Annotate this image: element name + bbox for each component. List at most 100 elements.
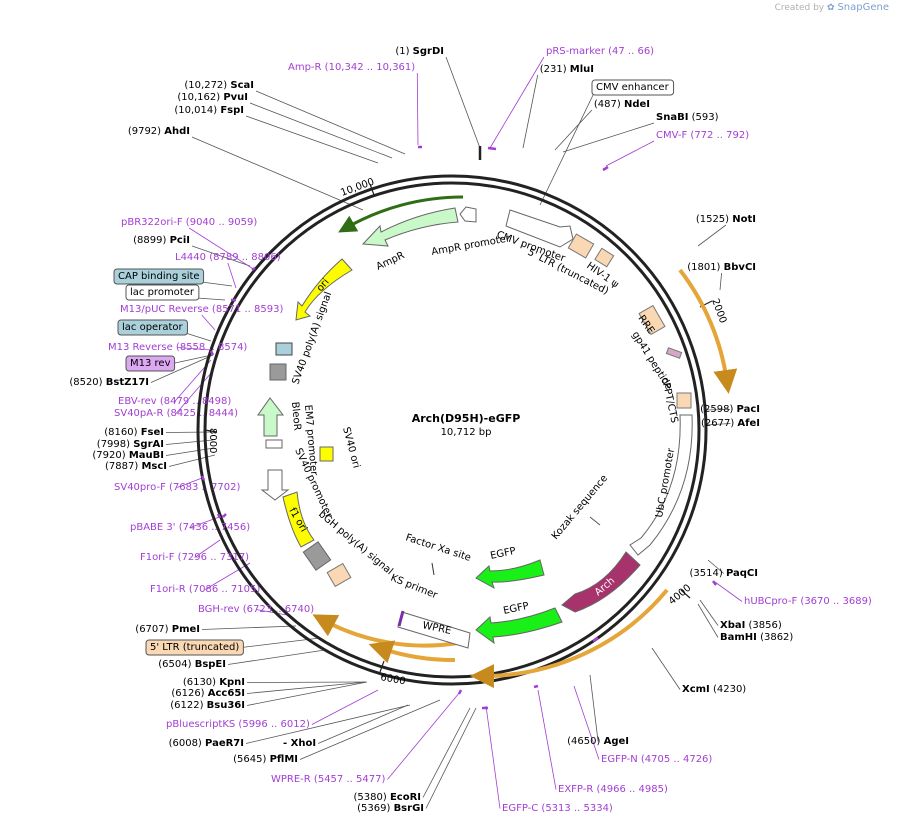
site-label-pbabe-3-: pBABE 3' (7436 .. 7456) <box>130 522 250 533</box>
site-text: M13 rev <box>130 358 171 369</box>
site-text: (5369) BsrGI <box>357 803 424 814</box>
feature-arch <box>561 551 641 613</box>
site-label-bsu36i: (6122) Bsu36I <box>170 700 245 711</box>
site-label-exfp-r: EXFP-R (4966 .. 4985) <box>558 784 668 795</box>
site-text: (5645) PflMI <box>233 754 298 765</box>
feature-arrow-green-top <box>338 195 464 233</box>
site-text: EGFP-N (4705 .. 4726) <box>601 754 712 765</box>
leader-line <box>522 74 539 149</box>
feat-label-ampr: AmpR <box>375 250 407 273</box>
feat-label-bleor: BleoR <box>289 401 302 431</box>
leader-line <box>554 109 593 151</box>
site-label-fspi: (10,014) FspI <box>174 105 244 116</box>
site-label-m13-puc-reverse: M13/pUC Reverse (8571 .. 8593) <box>120 304 283 315</box>
site-text: EBV-rev (8479 .. 8498) <box>118 396 231 407</box>
leader-line <box>188 227 256 271</box>
feat-label-sv40-ori: SV40 ori <box>340 426 362 470</box>
leader-line <box>445 56 481 149</box>
feature-gp41-box <box>665 347 683 359</box>
site-label-paer7i: (6008) PaeR7I <box>169 738 244 749</box>
site-text: pRS-marker (47 .. 66) <box>546 46 654 57</box>
site-text: (2677) AfeI <box>701 418 760 429</box>
site-text: pBluescriptKS (5996 .. 6012) <box>166 719 310 730</box>
leader-line <box>256 609 288 616</box>
feature-rre-box <box>638 304 666 336</box>
leader-line <box>605 140 655 167</box>
site-text: SV40pA-R (8425 .. 8444) <box>114 408 238 419</box>
site-label-msci: (7887) MscI <box>105 461 167 472</box>
leader-line <box>573 685 600 760</box>
site-text: F1ori-R (7086 .. 7105) <box>150 584 260 595</box>
site-text: (8520) BstZ17I <box>69 377 149 388</box>
feat-label-ks-primer: KS primer <box>389 573 440 602</box>
feature-ori <box>295 258 353 321</box>
site-label-scai: (10,272) ScaI <box>184 80 254 91</box>
site-text: (6130) KpnI <box>183 677 245 688</box>
site-text: (6126) Acc65I <box>171 688 245 699</box>
leader-line <box>539 92 595 206</box>
leader-line <box>537 689 557 790</box>
site-text: EGFP-C (5313 .. 5334) <box>502 803 613 814</box>
feature-arrow-orange-right <box>678 268 738 394</box>
site-label-hubcpro-f: hUBCpro-F (3670 .. 3689) <box>744 596 872 607</box>
leader-line <box>255 90 406 155</box>
site-text: (7920) MauBI <box>92 450 164 461</box>
leader-line <box>246 681 368 706</box>
feature-arrow-orange-bottom <box>470 588 669 689</box>
site-label-amp-r: Amp-R (10,342 .. 10,361) <box>288 62 415 73</box>
site-label-lac-promoter: lac promoter <box>125 284 200 301</box>
site-text: SV40pro-F (7683 .. 7702) <box>114 482 241 493</box>
site-label-wpre-r: WPRE-R (5457 .. 5477) <box>271 774 385 785</box>
site-text: Amp-R (10,342 .. 10,361) <box>288 62 415 73</box>
site-label-acc65i: (6126) Acc65I <box>171 688 245 699</box>
feat-label-kozak: Kozak sequence <box>550 473 610 542</box>
leader-line <box>704 409 731 411</box>
site-text: M13/pUC Reverse (8571 .. 8593) <box>120 304 283 315</box>
feature-gray-box-1 <box>302 541 332 571</box>
site-label-maubi: (7920) MauBI <box>92 450 164 461</box>
feature-hiv-box <box>594 247 615 268</box>
feature-ubc-promoter <box>629 414 693 556</box>
feat-label-bgh: bGH poly(A) signal <box>316 509 395 577</box>
site-label-sgrai: (7998) SgrAI <box>97 439 164 450</box>
leader-line <box>485 705 501 809</box>
site-text: CMV enhancer <box>596 82 670 93</box>
leader-line <box>562 122 655 153</box>
site-label--xhoi: - XhoI <box>283 738 316 749</box>
plasmid-length: 10,712 bp <box>441 427 492 438</box>
leader-line <box>201 314 216 331</box>
site-text: (1525) NotI <box>696 214 756 225</box>
leader-line <box>172 354 213 364</box>
site-text: (487) NdeI <box>594 99 650 110</box>
site-label-cmv-enhancer: CMV enhancer <box>591 79 675 96</box>
site-label-egfp-c: EGFP-C (5313 .. 5334) <box>502 803 613 814</box>
site-label-pvui: (10,162) PvuI <box>177 92 248 103</box>
feat-label-factorxa: Factor Xa site <box>404 532 472 563</box>
site-label-sv40pa-r: SV40pA-R (8425 .. 8444) <box>114 408 238 419</box>
site-label-pmei: (6707) PmeI <box>135 624 200 635</box>
tick-8000: 8000 <box>207 428 218 453</box>
site-label-l4440: L4440 (8789 .. 8806) <box>175 252 281 263</box>
leader-line <box>191 245 251 267</box>
site-label-f1ori-r: F1ori-R (7086 .. 7105) <box>150 584 260 595</box>
tick-6000: 6000 <box>379 672 406 687</box>
leader-line <box>719 272 722 291</box>
feature-ampr-promoter <box>459 206 477 223</box>
site-text: (10,272) ScaI <box>184 80 254 91</box>
site-label-pflmi: (5645) PflMI <box>233 754 298 765</box>
site-label-fsei: (8160) FseI <box>104 427 164 438</box>
leader-line <box>150 354 214 383</box>
site-label-m13-rev: M13 rev <box>125 355 176 372</box>
credit-prefix: Created by <box>774 3 825 13</box>
leader-line <box>246 681 367 694</box>
site-label-egfp-n: EGFP-N (4705 .. 4726) <box>601 754 712 765</box>
site-text: pBABE 3' (7436 .. 7456) <box>130 522 250 533</box>
leader-line <box>707 559 725 574</box>
site-text: (8899) PciI <box>133 235 190 246</box>
leader-line <box>196 297 226 301</box>
site-text: (8160) FseI <box>104 427 164 438</box>
primer-marks <box>200 145 717 710</box>
feature-em7-promoter <box>265 439 283 449</box>
site-text: (7998) SgrAI <box>97 439 164 450</box>
